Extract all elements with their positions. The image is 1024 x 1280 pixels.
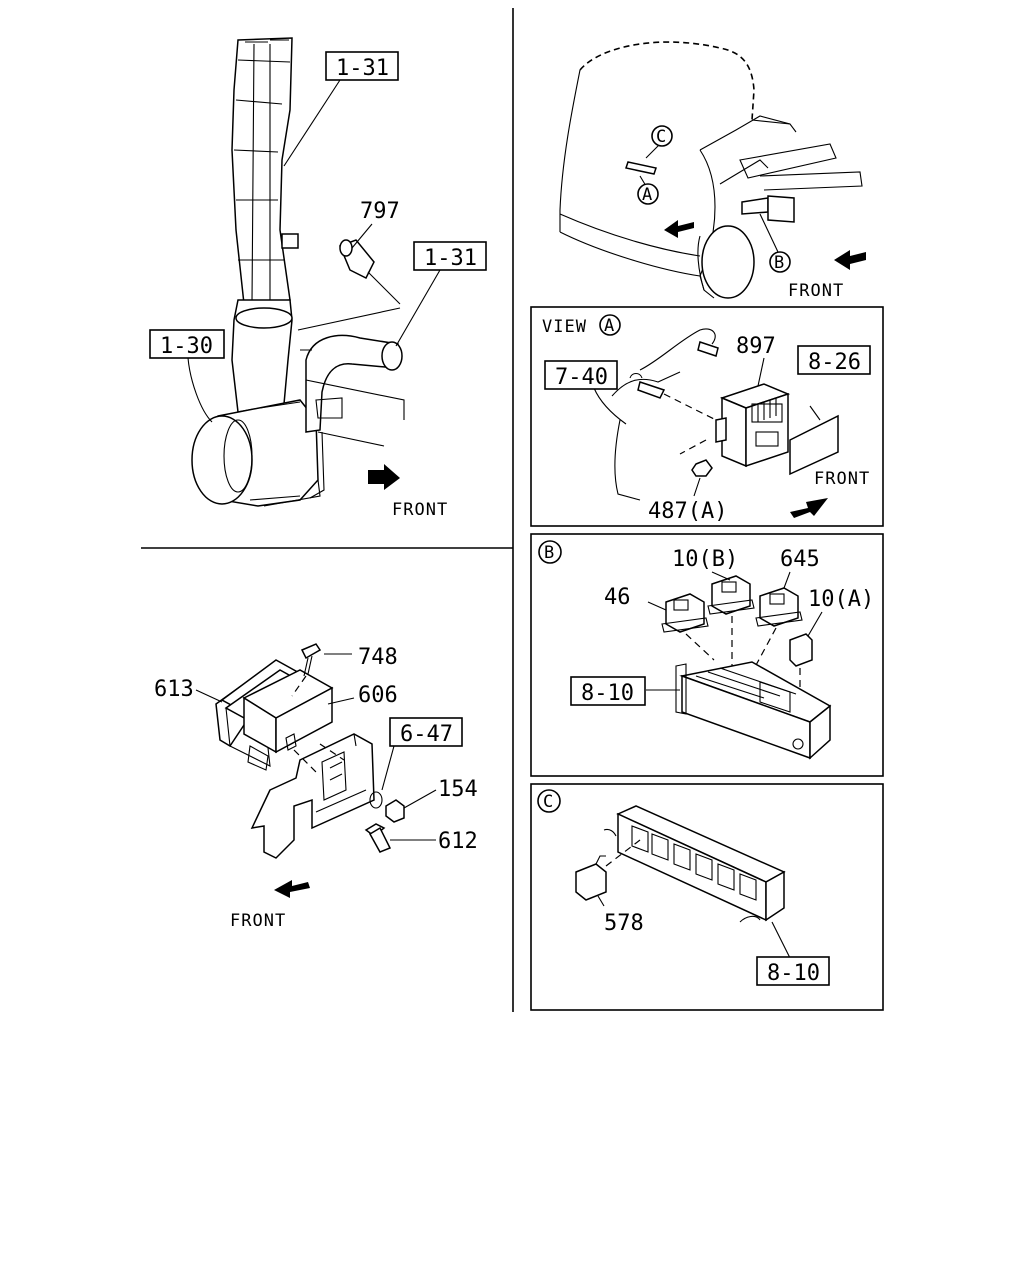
view-a-parts bbox=[611, 328, 839, 501]
ref-1-31-a: 1-31 bbox=[336, 56, 389, 81]
view-a-circle-label: A bbox=[604, 316, 615, 336]
circle-marker-a-truck bbox=[637, 183, 659, 205]
view-c-parts bbox=[575, 805, 786, 923]
view-a-panel bbox=[530, 306, 884, 527]
ecu-assembly bbox=[215, 643, 405, 859]
view-c-part-578: 578 bbox=[604, 911, 644, 936]
ref-box-1-31-b bbox=[413, 241, 487, 271]
ref-box-6-47 bbox=[389, 717, 463, 747]
ref-box-1-31-a bbox=[325, 51, 399, 81]
part-612-label: 612 bbox=[438, 829, 478, 854]
view-b-part-10b: 10(B) bbox=[672, 547, 738, 572]
circle-marker-c-truck bbox=[651, 125, 673, 147]
part-748-label: 748 bbox=[358, 645, 398, 670]
part-606-label: 606 bbox=[358, 683, 398, 708]
front-label-intake: FRONT bbox=[392, 500, 448, 520]
front-label-ecu: FRONT bbox=[230, 911, 286, 931]
part-613-label: 613 bbox=[154, 677, 194, 702]
view-c-ref-box-8-10 bbox=[756, 956, 830, 986]
view-a-front-arrow bbox=[790, 498, 828, 518]
view-b-parts bbox=[661, 575, 832, 760]
view-b-ref-8-10: 8-10 bbox=[581, 681, 634, 706]
view-a-circle bbox=[599, 314, 621, 336]
ref-1-31-b: 1-31 bbox=[424, 246, 477, 271]
part-797-label: 797 bbox=[360, 199, 400, 224]
view-b-part-10a: 10(A) bbox=[808, 587, 874, 612]
view-a-title: VIEW bbox=[542, 317, 587, 337]
circle-c-truck-label: C bbox=[656, 127, 667, 147]
air-intake-assembly bbox=[191, 37, 405, 507]
view-b-ref-box-8-10 bbox=[570, 676, 646, 706]
view-c-circle bbox=[537, 789, 561, 813]
view-a-ref-8-26: 8-26 bbox=[808, 350, 861, 375]
sensor-797 bbox=[339, 239, 401, 305]
view-a-front: FRONT bbox=[814, 469, 870, 489]
front-arrow-intake bbox=[368, 464, 400, 490]
front-arrow-truck-1 bbox=[664, 220, 694, 238]
part-154-label: 154 bbox=[438, 777, 478, 802]
ref-6-47: 6-47 bbox=[400, 722, 453, 747]
ref-box-1-30 bbox=[149, 329, 225, 359]
circle-a-truck-label: A bbox=[642, 185, 653, 205]
circle-b-truck-label: B bbox=[774, 253, 785, 273]
front-arrow-truck-2 bbox=[834, 250, 866, 270]
view-a-ref-7-40: 7-40 bbox=[555, 365, 608, 390]
view-b-part-46: 46 bbox=[604, 585, 631, 610]
view-c-ref-8-10: 8-10 bbox=[767, 961, 820, 986]
view-b-circle-label: B bbox=[544, 543, 555, 563]
view-b-part-645: 645 bbox=[780, 547, 820, 572]
view-a-ref-box-7-40 bbox=[544, 360, 618, 390]
view-c-circle-label: C bbox=[543, 792, 554, 812]
view-a-ref-box-8-26 bbox=[797, 345, 871, 375]
view-b-circle bbox=[538, 540, 562, 564]
front-arrow-ecu bbox=[274, 880, 310, 898]
front-label-truck: FRONT bbox=[788, 281, 844, 301]
ref-1-30: 1-30 bbox=[160, 334, 213, 359]
view-a-part-487a: 487(A) bbox=[648, 499, 727, 524]
view-a-part-897: 897 bbox=[736, 334, 776, 359]
circle-marker-b-truck bbox=[769, 251, 791, 273]
truck-cab bbox=[559, 41, 863, 299]
